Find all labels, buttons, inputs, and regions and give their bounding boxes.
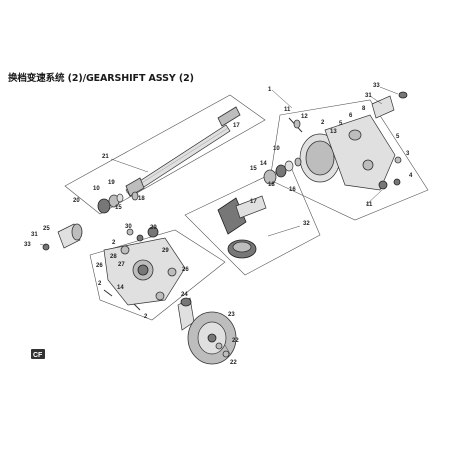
callout-10-mid: 10 (273, 146, 280, 152)
callout-32: 32 (303, 221, 310, 227)
callout-26: 26 (96, 263, 103, 269)
callout-26-right: 26 (182, 267, 189, 273)
sleeve-left (42, 223, 83, 251)
callout-18-mid: 18 (268, 182, 275, 188)
callout-25: 25 (43, 226, 50, 232)
callout-2-top: 2 (321, 120, 325, 126)
callout-4: 4 (409, 173, 413, 179)
callout-17: 17 (233, 123, 240, 129)
callout-22: 22 (230, 360, 237, 366)
lower-housing (103, 226, 186, 306)
callout-15-mid: 15 (250, 166, 257, 172)
callout-2-left: 2 (98, 281, 102, 287)
callout-11-right: 11 (366, 202, 373, 208)
callout-13: 13 (330, 129, 337, 135)
callout-33-right: 33 (373, 83, 380, 89)
callout-29: 29 (162, 248, 169, 254)
brand-logo-text: CF (33, 352, 43, 359)
callout-15-left: 15 (115, 205, 122, 211)
output-gear (177, 297, 237, 365)
callout-31-right: 31 (365, 93, 372, 99)
callout-30: 30 (125, 224, 132, 230)
callout-3: 3 (406, 151, 410, 157)
callout-8: 8 (362, 106, 366, 112)
bevel-ring-gear (227, 239, 257, 259)
callout-17-mid: 17 (250, 199, 257, 205)
callout-2-bottom: 2 (144, 314, 148, 320)
callout-29-top: 29 (150, 225, 157, 231)
callout-14: 14 (260, 161, 267, 167)
callout-31-left: 31 (31, 232, 38, 238)
callout-27: 27 (118, 262, 125, 268)
callout-14-left: 14 (117, 285, 124, 291)
bolts-left (103, 228, 141, 311)
callout-33-left: 33 (24, 242, 31, 248)
callout-16: 16 (289, 187, 296, 193)
callout-6: 6 (349, 113, 353, 119)
shaft-group-frame (64, 94, 266, 215)
lower-housing-frame (89, 229, 226, 321)
callout-5-right: 5 (396, 134, 400, 140)
callout-23: 23 (228, 312, 235, 318)
callout-19: 19 (108, 180, 115, 186)
callout-5-top: 5 (339, 121, 343, 127)
gear-pair-frame (184, 164, 321, 276)
callout-21: 21 (102, 154, 109, 160)
callout-22-top: 22 (232, 338, 239, 344)
callout-28: 28 (110, 254, 117, 260)
bearing-stack-left (97, 191, 139, 214)
callout-20: 20 (73, 198, 80, 204)
bearing-stack-middle (263, 157, 302, 185)
callout-1: 1 (268, 87, 272, 93)
callout-2-mid: 2 (112, 240, 116, 246)
long-shaft (125, 106, 241, 197)
diagram-title: 换档变速系统 (2)/GEARSHIFT ASSY (2) (8, 73, 194, 84)
housing-group-frame (269, 99, 429, 221)
callout-24: 24 (181, 292, 188, 298)
callout-12: 12 (301, 114, 308, 120)
callout-10: 10 (93, 186, 100, 192)
housing-cover (288, 91, 408, 191)
callout-11-top: 11 (284, 107, 291, 113)
brand-logo: CF (31, 349, 45, 359)
callout-18: 18 (138, 196, 145, 202)
leader-lines (39, 86, 399, 355)
bevel-pinion (217, 195, 267, 235)
